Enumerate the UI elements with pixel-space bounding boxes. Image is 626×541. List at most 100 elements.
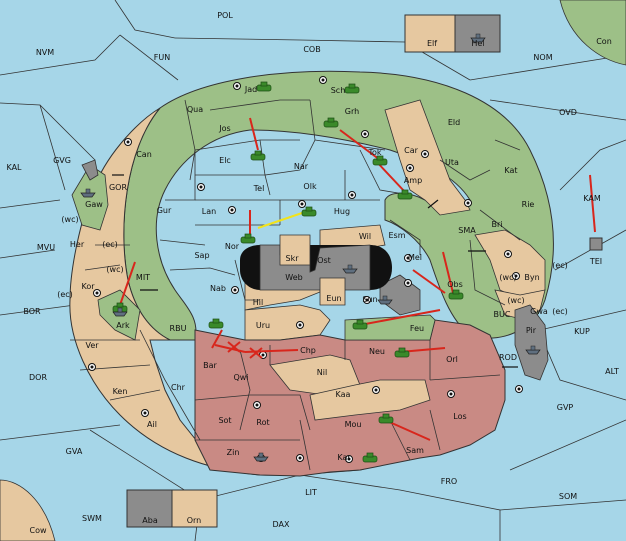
supply-center-dot [90, 365, 94, 369]
supply-center-dot [449, 392, 453, 396]
province-label-olk: Olk [303, 182, 317, 191]
province-label-can: Can [136, 150, 152, 159]
sea-label-tei: TEI [589, 257, 602, 266]
province-label-neu: Neu [369, 347, 385, 356]
supply-center-dot [300, 202, 304, 206]
sea-label-fro: FRO [441, 477, 457, 486]
sea-label-nvm: NVM [36, 48, 54, 57]
supply-center-dot [298, 456, 302, 460]
army-unit[interactable] [344, 83, 360, 94]
province-label-aba: Aba [142, 516, 158, 525]
fleet-unit[interactable] [253, 452, 269, 462]
province-label-grh: Grh [345, 107, 359, 116]
province-label-gwa: Gwa [530, 307, 548, 316]
sea-label-lit: LIT [305, 488, 317, 497]
province-label-gaw: Gaw [85, 200, 103, 209]
sea-label-alt: ALT [605, 367, 619, 376]
army-unit[interactable] [323, 117, 339, 128]
army-unit[interactable] [378, 413, 394, 424]
supply-center-dot [350, 193, 354, 197]
province-label-mel: Mel [408, 253, 422, 262]
bounce-marks [227, 341, 263, 359]
army-unit[interactable] [301, 206, 317, 217]
supply-center-dot [423, 152, 427, 156]
province-label-kaa: Kaa [336, 390, 351, 399]
army-unit[interactable] [240, 233, 256, 244]
supply-center-dot [514, 274, 518, 278]
supply-center-dot [406, 256, 410, 260]
coast-tag: (wc) [499, 273, 516, 282]
province-label-web: Web [285, 273, 302, 282]
province-label-los: Los [453, 412, 466, 421]
coast-tag: (ec) [102, 240, 118, 249]
sea-label-dax: DAX [273, 520, 290, 529]
army-unit[interactable] [394, 347, 410, 358]
province-label-cow: Cow [29, 526, 46, 535]
province-label-bar: Bar [203, 361, 217, 370]
army-unit[interactable] [256, 81, 272, 92]
province-hel [454, 14, 501, 53]
province-label-esm: Esm [388, 231, 405, 240]
fleet-unit[interactable] [470, 33, 486, 43]
province-label-qua: Qua [187, 105, 203, 114]
sea-label-rod: ROD [499, 353, 517, 362]
sea-label-pol: POL [217, 11, 233, 20]
province-kaa [309, 379, 431, 421]
fleet-unit[interactable] [377, 295, 393, 305]
sea-label-ovd: OVD [559, 108, 577, 117]
army-unit[interactable] [208, 318, 224, 329]
supply-center-dot [126, 140, 130, 144]
province-label-jad: Jad [244, 85, 257, 94]
province-label-zin: Zin [227, 448, 240, 457]
sea-label-mvu: MVU [37, 243, 55, 252]
province-label-wil: Wil [359, 232, 371, 241]
army-unit[interactable] [448, 289, 464, 300]
coast-tag: (ec) [552, 307, 568, 316]
province-label-her: Her [70, 240, 85, 249]
fleet-unit[interactable] [525, 345, 541, 355]
province-label-orl: Orl [446, 355, 458, 364]
province-label-sch: Sch [331, 86, 346, 95]
supply-center-dot [506, 252, 510, 256]
province-label-hel: Hel [471, 39, 484, 48]
army-unit[interactable] [250, 150, 266, 161]
province-label-kar: Kar [337, 453, 351, 462]
province-car-uta [384, 99, 471, 216]
province-label-skr: Skr [286, 254, 300, 263]
province-label-nab: Nab [210, 284, 226, 293]
supply-center-dot [321, 78, 325, 82]
province-label-kor: Kor [81, 282, 95, 291]
sea-label-sma: SMA [458, 226, 476, 235]
supply-center-dot [261, 353, 265, 357]
province-label-eld: Eld [448, 118, 460, 127]
fleet-unit[interactable] [342, 264, 358, 274]
sea-label-dor: DOR [29, 373, 47, 382]
fleet-unit[interactable] [80, 188, 96, 198]
support-arrow [257, 211, 306, 229]
province-label-elc: Elc [219, 156, 231, 165]
supply-center-dot [365, 298, 369, 302]
sea-label-kup: KUP [574, 327, 590, 336]
province-skr [279, 234, 311, 266]
supply-center-dot [363, 132, 367, 136]
province-label-sot: Sot [218, 416, 231, 425]
supply-center-dot [95, 291, 99, 295]
supply-center-dot [298, 323, 302, 327]
army-unit[interactable] [362, 452, 378, 463]
sea-label-gor: GOR [109, 183, 127, 192]
fleet-unit[interactable] [112, 307, 128, 317]
coast-tag: (ec) [552, 261, 568, 270]
army-unit[interactable] [397, 189, 413, 200]
coast-tag: (wc) [106, 265, 123, 274]
sea-label-fun: FUN [154, 53, 170, 62]
army-unit[interactable] [372, 155, 388, 166]
army-unit[interactable] [352, 319, 368, 330]
province-label-ost: Ost [317, 256, 331, 265]
coast-tag: (ec) [57, 290, 73, 299]
province-label-nar: Nar [294, 162, 309, 171]
province-borders [70, 99, 521, 471]
province-label-ver: Ver [85, 341, 99, 350]
province-label-ail: Ail [147, 420, 157, 429]
province-label-tok: Tok [367, 148, 381, 157]
province-label-sun: Sun [362, 295, 377, 304]
